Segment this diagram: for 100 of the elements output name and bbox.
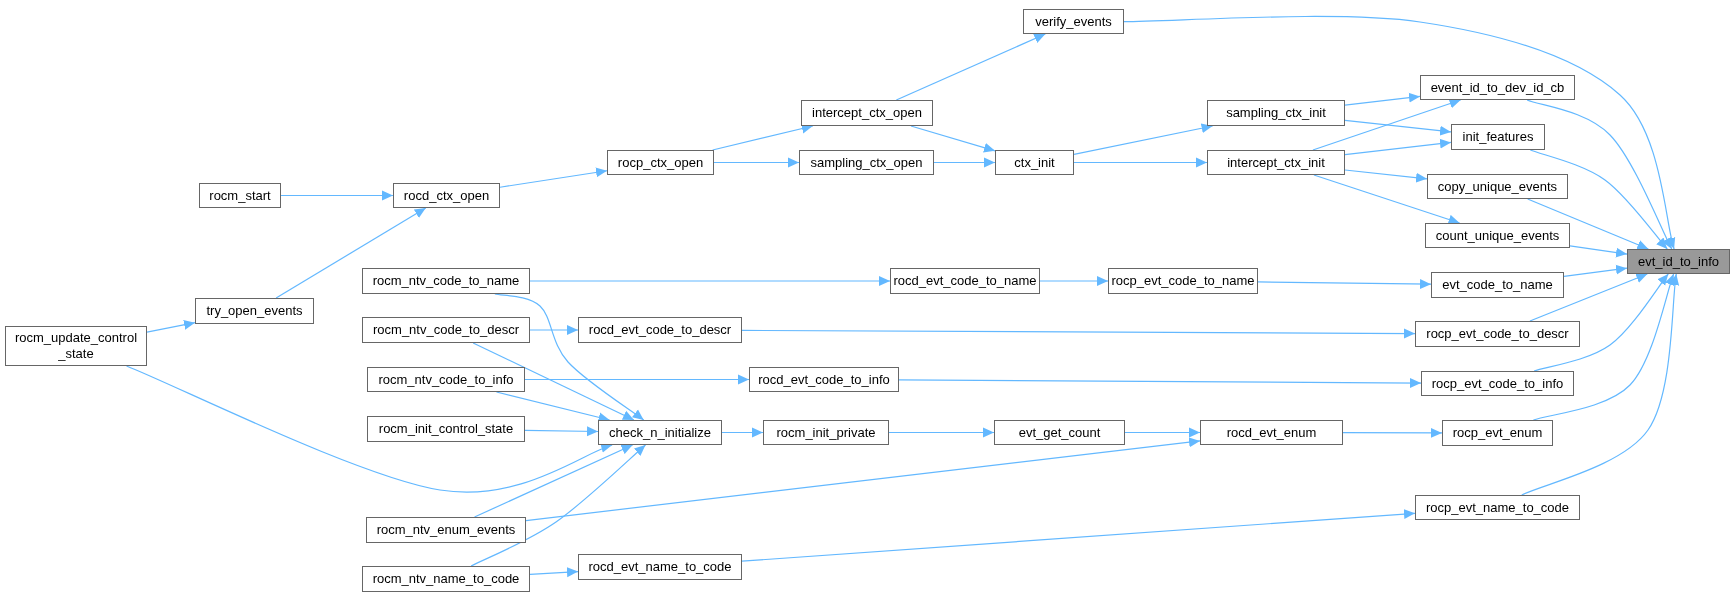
function-box (1627, 249, 1730, 274)
arrow (1344, 119, 1452, 136)
function-name: rocm_start (209, 187, 271, 204)
function-name: rocp_ctx_open (617, 154, 704, 171)
function-box (801, 100, 933, 126)
arrow (525, 437, 1201, 522)
arrow (1257, 279, 1432, 289)
arrow (721, 427, 764, 438)
function-name: rocd_evt_name_to_code (588, 559, 732, 575)
function-box (362, 317, 530, 343)
function-name: rocp_evt_name_to_code (1425, 499, 1570, 516)
arrow (1569, 245, 1628, 258)
function-box (195, 298, 314, 324)
function-name: intercept_ctx_open (812, 105, 922, 121)
function-box (1431, 272, 1564, 298)
function-name: rocm_init_private (776, 424, 876, 441)
function-name: evt_get_count (1018, 424, 1101, 441)
function-name: count_unique_events (1435, 227, 1560, 244)
function-name: rocd_evt_code_to_descr (588, 322, 732, 338)
function-name: rocm_ntv_code_to_descr (373, 322, 519, 338)
function-box (607, 150, 714, 175)
arrow (1313, 174, 1461, 225)
function-box (1420, 75, 1575, 100)
function-name: event_id_to_dev_id_cb (1430, 79, 1565, 96)
function-box (1415, 495, 1580, 520)
arrow (898, 378, 1422, 388)
arrow (529, 325, 579, 335)
function-box (199, 183, 281, 208)
arrow (1073, 157, 1208, 168)
function-box (598, 420, 722, 445)
arrow (1124, 427, 1201, 438)
function-name: copy_unique_events (1437, 178, 1558, 195)
function-box (1207, 150, 1345, 175)
function-box (366, 517, 526, 543)
function-name: rocp_evt_code_to_descr (1426, 326, 1569, 342)
function-box (1108, 268, 1258, 294)
arrow (1344, 169, 1428, 183)
function-box (994, 420, 1125, 445)
arrow (1344, 138, 1452, 156)
function-name: rocp_evt_code_to_name (1111, 273, 1255, 289)
arrow (1563, 264, 1628, 277)
arrow (713, 157, 800, 168)
function-box (1427, 174, 1568, 199)
function-name: rocd_ctx_open (403, 187, 490, 204)
arrow (472, 342, 635, 421)
arrow (529, 567, 579, 578)
function-name: try_open_events (206, 303, 303, 319)
function-name: rocd_evt_enum (1226, 424, 1317, 441)
function-box (367, 367, 525, 392)
function-box (890, 268, 1040, 294)
function-name: rocm_ntv_code_to_name (372, 273, 520, 289)
arrow (933, 157, 996, 168)
function-name: intercept_ctx_init (1227, 154, 1325, 171)
arrow (1521, 273, 1680, 496)
arrow (529, 276, 891, 286)
arrow (1039, 276, 1109, 286)
function-name: rocm_init_control_state (378, 421, 514, 437)
function-name: sampling_ctx_init (1226, 105, 1326, 121)
function-box (5, 326, 147, 366)
function-box (362, 566, 530, 592)
function-box (749, 367, 899, 392)
function-box (799, 150, 934, 175)
function-name: init_features (1462, 129, 1534, 145)
function-box (578, 554, 742, 580)
arrow (125, 365, 613, 493)
function-box (763, 420, 889, 445)
function-name: rocp_evt_enum (1452, 425, 1543, 441)
function-box (362, 268, 530, 294)
function-name: evt_code_to_name (1442, 277, 1553, 293)
function-name: rocm_ntv_name_to_code (372, 571, 520, 587)
arrow (1532, 273, 1675, 421)
function-name: verify_events (1035, 13, 1112, 30)
function-name: sampling_ctx_open (810, 154, 923, 171)
function-name: rocd_evt_code_to_info (758, 371, 890, 388)
arrow (1342, 427, 1443, 438)
function-box (1451, 124, 1545, 150)
arrow (470, 444, 647, 567)
function-name: rocm_update_control _state (13, 330, 139, 362)
arrow (888, 427, 995, 438)
arrow (1073, 123, 1214, 155)
arrow (1529, 149, 1668, 250)
function-box (1415, 321, 1580, 347)
function-box (1421, 371, 1574, 396)
function-box (1425, 223, 1570, 248)
function-name: rocm_ntv_code_to_info (378, 371, 514, 388)
arrow (280, 190, 394, 201)
arrow (524, 374, 750, 385)
arrow (146, 319, 196, 333)
arrow (499, 167, 608, 188)
arrow (275, 207, 427, 299)
function-name: rocd_evt_code_to_name (893, 273, 1037, 289)
arrow (741, 328, 1416, 339)
arrow (524, 426, 599, 437)
arrow (1344, 92, 1421, 106)
arrow (741, 509, 1416, 562)
arrow (1312, 98, 1462, 151)
function-name: rocm_ntv_enum_events (376, 522, 516, 538)
function-box (1023, 9, 1124, 34)
arrow (895, 33, 1046, 101)
function-name: ctx_init (1014, 154, 1055, 171)
